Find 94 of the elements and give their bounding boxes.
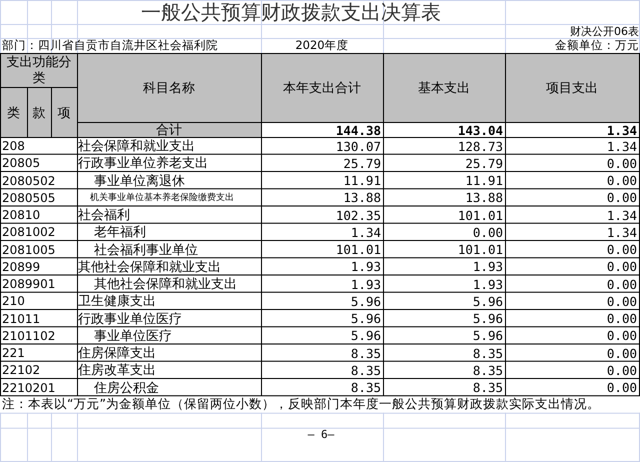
column-header: 项 (58, 104, 70, 122)
subject-name: 其他社会保障和就业支出 (78, 258, 221, 276)
subject-name: 其他社会保障和就业支出 (94, 276, 237, 294)
total-label: 合计 (156, 122, 182, 139)
amount-value: 5.96 (350, 311, 381, 326)
subject-name: 社会保障和就业支出 (78, 138, 195, 156)
year-text: 2020年度 (295, 38, 349, 53)
subject-code: 208 (2, 139, 25, 154)
amount-value: 1.93 (350, 276, 381, 292)
amount-value: 102.35 (336, 208, 381, 223)
amount-value: 5.96 (350, 328, 381, 344)
column-header: 本年支出合计 (283, 80, 361, 97)
amount-value: 128.73 (458, 138, 503, 154)
amount-value: 5.96 (472, 294, 503, 309)
amount-value: 0.00 (606, 294, 637, 309)
subject-code: 2210201 (2, 380, 56, 395)
table-title: 一般公共预算财政拨款支出决算表 (141, 0, 441, 26)
amount-value: 1.34 (606, 138, 637, 154)
amount-value: 13.88 (465, 190, 503, 206)
subject-code: 2089901 (2, 277, 56, 292)
amount-value: 0.00 (606, 311, 637, 326)
subject-code: 22102 (2, 363, 40, 378)
subject-code: 21011 (2, 312, 40, 326)
amount-value: 101.01 (336, 242, 381, 258)
amount-value: 101.01 (458, 242, 503, 258)
amount-value: 1.93 (472, 259, 503, 274)
amount-value: 1.34 (606, 224, 637, 240)
column-header: 项目支出 (546, 80, 598, 97)
amount-value: 5.96 (350, 294, 381, 309)
amount-value: 130.07 (336, 138, 381, 154)
subject-name: 社会福利 (78, 207, 130, 224)
amount-value: 8.35 (350, 362, 381, 378)
subject-name: 行政事业单位医疗 (78, 310, 182, 328)
amount-value: 0.00 (606, 173, 637, 188)
amount-value: 0.00 (606, 328, 637, 344)
subject-code: 210 (2, 294, 25, 308)
subject-code: 20810 (2, 208, 40, 222)
amount-value: 25.79 (343, 156, 381, 171)
subject-name: 住房改革支出 (78, 362, 156, 380)
amount-value: 11.91 (465, 173, 503, 188)
total-value: 1.34 (606, 122, 637, 138)
subject-code: 221 (2, 346, 25, 360)
subject-name: 住房公积金 (94, 380, 159, 397)
column-header: 基本支出 (418, 80, 470, 97)
subject-name: 机关事业单位基本养老保险缴费支出 (90, 192, 234, 204)
subject-code: 2080502 (2, 174, 56, 188)
amount-value: 0.00 (606, 190, 637, 206)
amount-value: 0.00 (606, 362, 637, 378)
subject-name: 事业单位离退休 (94, 172, 185, 190)
table-note: 注：本表以“万元”为金额单位（保留两位小数），反映部门本年度一般公共预算财政拨款实际支出情况。 (2, 396, 600, 413)
subject-name: 行政事业单位养老支出 (78, 155, 208, 172)
amount-value: 25.79 (465, 156, 503, 171)
unit-text: 金额单位：万元 (555, 38, 639, 53)
amount-value: 8.35 (350, 380, 381, 396)
subject-code: 2081005 (2, 242, 56, 257)
column-header: 款 (32, 104, 46, 122)
subject-name: 事业单位医疗 (94, 328, 172, 345)
subject-code: 2081002 (2, 225, 56, 240)
total-value: 144.38 (336, 122, 381, 138)
amount-value: 0.00 (606, 380, 637, 396)
amount-value: 1.93 (472, 276, 503, 292)
amount-value: 8.35 (472, 362, 503, 378)
subject-code: 20805 (2, 156, 40, 170)
form-number: 财决公开06表 (570, 24, 639, 38)
amount-value: 1.93 (350, 259, 381, 274)
subject-name: 社会福利事业单位 (94, 242, 198, 259)
amount-value: 11.91 (343, 173, 381, 188)
amount-value: 0.00 (606, 259, 637, 274)
amount-value: 1.34 (350, 224, 381, 240)
amount-value: 0.00 (606, 346, 637, 361)
subject-code: 2101102 (2, 328, 56, 343)
subject-name: 住房保障支出 (78, 345, 156, 362)
subject-code: 2080505 (2, 190, 56, 205)
column-header: 类 (7, 104, 20, 122)
subject-code: 20899 (2, 260, 40, 274)
total-value: 143.04 (458, 122, 503, 138)
amount-value: 1.34 (606, 208, 637, 223)
page-number: — 6— (308, 428, 334, 442)
amount-value: 101.01 (458, 208, 503, 223)
column-header: 科目名称 (143, 80, 195, 97)
subject-name: 卫生健康支出 (78, 293, 156, 310)
amount-value: 0.00 (606, 156, 637, 171)
column-header: 支出功能分类 (6, 54, 72, 86)
subject-name: 老年福利 (94, 224, 146, 242)
amount-value: 5.96 (472, 311, 503, 326)
amount-value: 0.00 (606, 276, 637, 292)
amount-value: 0.00 (606, 242, 637, 258)
amount-value: 0.00 (472, 224, 503, 240)
amount-value: 13.88 (343, 190, 381, 206)
amount-value: 8.35 (350, 346, 381, 361)
amount-value: 5.96 (472, 328, 503, 344)
department-text: 部门：四川省自贡市自流井区社会福利院 (2, 38, 218, 53)
amount-value: 8.35 (472, 346, 503, 361)
amount-value: 8.35 (472, 380, 503, 396)
